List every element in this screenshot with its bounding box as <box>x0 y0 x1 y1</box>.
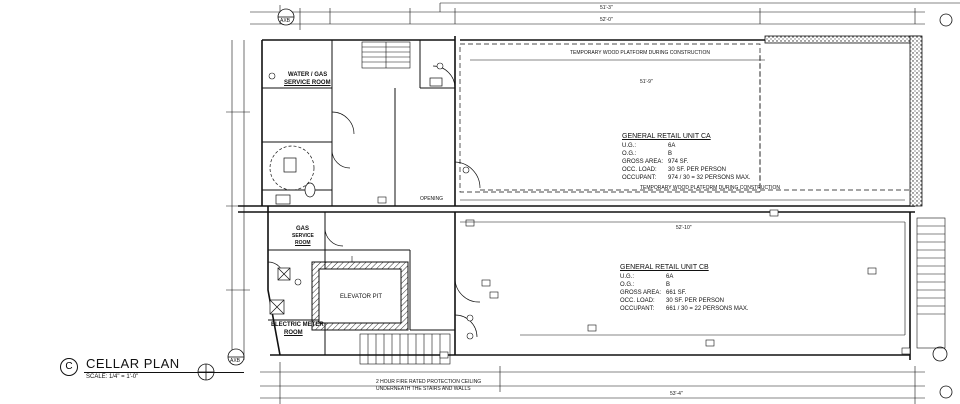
electric-meter-room-label-2: ROOM <box>284 330 303 336</box>
spec-row: OCC. LOAD:30 SF. PER PERSON <box>620 298 725 304</box>
fire-rated-note-2: UNDERNEATH THE STAIRS AND WALLS <box>376 386 471 392</box>
dimension-top-2: 52'-0" <box>600 17 613 23</box>
opening-label: OPENING <box>420 196 444 202</box>
axis-marker-top: AXB <box>280 18 291 24</box>
title-underline <box>84 372 244 373</box>
spec-row: U.G.:6A <box>622 143 676 149</box>
gas-room-label: GAS <box>296 226 310 232</box>
dimension-mid-1: 51'-9" <box>640 79 653 85</box>
dimension-bot-1: 53'-4" <box>670 391 683 397</box>
gas-room-label-3: ROOM <box>295 240 311 246</box>
spec-row: U.G.:6A <box>620 274 674 280</box>
plan-scale: SCALE: 1/4" = 1'-0" <box>86 374 139 380</box>
spec-row: O.G.:B <box>622 151 673 157</box>
water-gas-room-label: WATER / GAS <box>288 72 328 78</box>
temp-platform-note-top: TEMPORARY WOOD PLATFORM DURING CONSTRUCT… <box>570 50 711 56</box>
electric-meter-room-label: ELECTRIC METER <box>271 322 324 328</box>
unit-ca-title: GENERAL RETAIL UNIT CA <box>622 133 711 140</box>
spec-row: GROSS AREA:974 SF. <box>622 159 689 165</box>
spec-row: OCCUPANT:661 / 30 = 22 PERSONS MAX. <box>620 306 749 312</box>
water-gas-room-label-2: SERVICE ROOM <box>284 80 331 86</box>
dimension-top-1: 51'-3" <box>600 5 613 11</box>
spec-row: O.G.:B <box>620 282 671 288</box>
spec-row: OCCUPANT:974 / 30 = 32 PERSONS MAX. <box>622 175 751 181</box>
view-letter-circle: C <box>60 358 78 376</box>
spec-row: GROSS AREA:661 SF. <box>620 290 687 296</box>
spec-row: OCC. LOAD:30 SF. PER PERSON <box>622 167 727 173</box>
fire-rated-note: 2 HOUR FIRE RATED PROTECTION CEILING <box>376 379 482 385</box>
axis-marker-left: AXB <box>230 358 241 364</box>
elevator-pit-label: ELEVATOR PIT <box>340 294 383 300</box>
unit-cb-title: GENERAL RETAIL UNIT CB <box>620 264 709 271</box>
temp-platform-note-mid: TEMPORARY WOOD PLATFORM DURING CONSTRUCT… <box>640 185 781 191</box>
dimension-mid-2: 52'-10" <box>676 225 692 231</box>
plan-title: CELLAR PLAN <box>86 356 180 371</box>
unit-cb-specs: U.G.:6A O.G.:B GROSS AREA:661 SF. OCC. L… <box>620 273 749 313</box>
gas-room-label-2: SERVICE <box>292 233 314 239</box>
unit-ca-specs: U.G.:6A O.G.:B GROSS AREA:974 SF. OCC. L… <box>622 142 751 182</box>
